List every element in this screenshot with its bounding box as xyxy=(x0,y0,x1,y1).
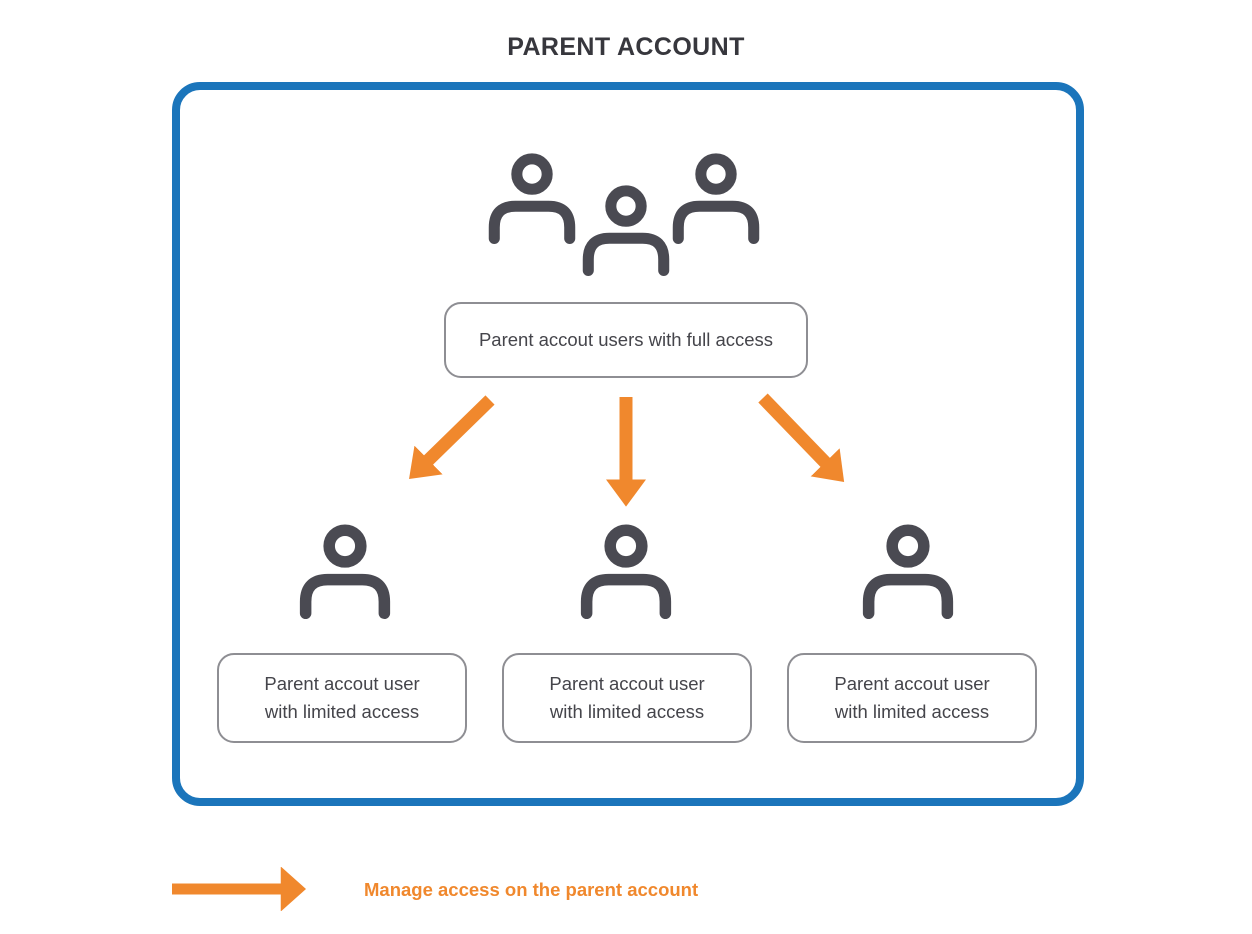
legend-label: Manage access on the parent account xyxy=(364,879,699,900)
single-user-icon xyxy=(306,530,385,613)
user-icon-right xyxy=(678,159,753,239)
limited-access-label-line1: Parent accout user xyxy=(549,673,705,695)
manage-access-arrows xyxy=(409,393,845,507)
limited-access-label-box-3: Parent accout user with limited access xyxy=(787,653,1037,743)
user-icon-left xyxy=(494,159,569,239)
person-icon-left xyxy=(297,521,393,621)
legend-arrow-icon xyxy=(172,867,307,911)
limited-access-label-line2: with limited access xyxy=(834,701,990,722)
limited-access-label-line1: Parent accout user xyxy=(834,673,990,695)
single-user-icon xyxy=(587,530,666,613)
person-icon-right xyxy=(860,521,956,621)
single-user-icon xyxy=(869,530,948,613)
group-users-icon xyxy=(480,146,772,286)
full-access-label-box: Parent accout users with full access xyxy=(444,302,808,378)
page-title: PARENT ACCOUNT xyxy=(507,33,745,61)
user-icon-middle-halo xyxy=(588,191,663,271)
limited-access-label-line2: with limited access xyxy=(264,701,420,722)
limited-access-label-box-1: Parent accout user with limited access xyxy=(217,653,467,743)
limited-access-label-box-2: Parent accout user with limited access xyxy=(502,653,752,743)
arrow-down-right-icon xyxy=(758,393,845,482)
arrow-down-left-icon xyxy=(409,395,495,480)
full-access-label: Parent accout users with full access xyxy=(478,329,774,351)
limited-access-label-line2: with limited access xyxy=(549,701,705,722)
limited-access-label-line1: Parent accout user xyxy=(264,673,420,695)
person-icon-middle xyxy=(578,521,674,621)
